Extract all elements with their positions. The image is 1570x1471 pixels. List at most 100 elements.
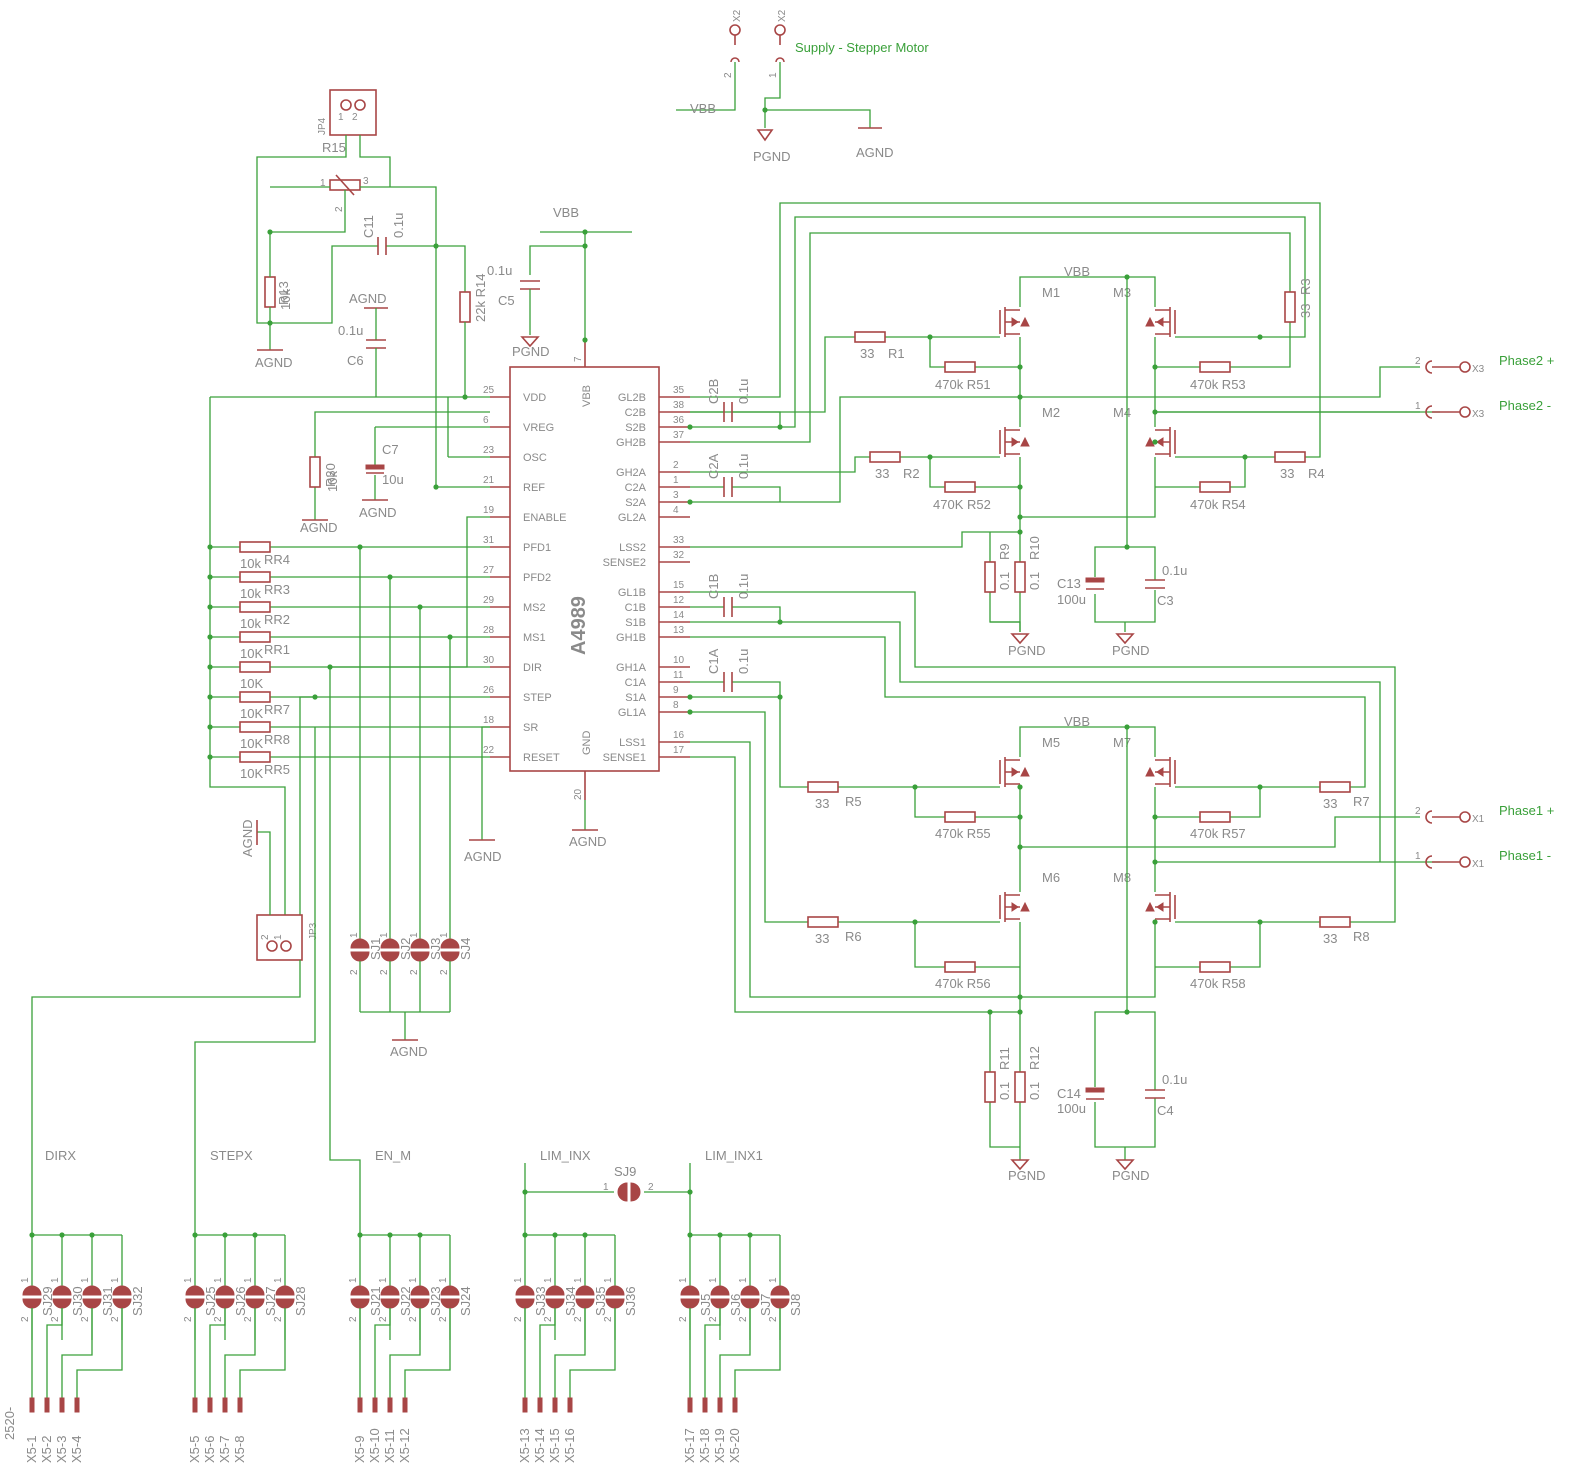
pulldown-resistor	[1199, 361, 1231, 373]
ic-pin-number: 21	[483, 475, 495, 486]
sj-name: SJ31	[100, 1286, 115, 1316]
ic-pin-number: 28	[483, 625, 495, 636]
ic-pin-name: LSS1	[619, 737, 646, 749]
sj-pin2: 2	[409, 969, 420, 975]
header-pin-label: X5-4	[69, 1436, 84, 1463]
sj-pin1: 1	[603, 1277, 614, 1283]
mosfet-name: M7	[1113, 735, 1131, 750]
header-pin	[567, 1397, 573, 1413]
gate-res-name: R8	[1353, 929, 1370, 944]
sj-name: SJ2	[398, 938, 413, 960]
x2-pin1: 1	[768, 72, 779, 78]
junction-dot	[1124, 274, 1130, 280]
ic-pin-number: 37	[673, 430, 685, 441]
pulldown-resistor	[944, 481, 976, 493]
ic-vbb-label: VBB	[553, 205, 579, 220]
bootstrap-cap-name: C1A	[706, 648, 721, 674]
solder-jumper-bottom	[410, 951, 430, 962]
bridge1-vbb: VBB	[1064, 714, 1090, 729]
solder-jumper-bottom	[215, 1298, 235, 1309]
junction-dot	[927, 454, 933, 460]
junction-dot	[59, 1232, 65, 1238]
header-pin	[732, 1397, 738, 1413]
sense-resistor	[1014, 1071, 1026, 1103]
sj-pin2: 2	[348, 1316, 359, 1322]
header-pin-label: X5-15	[547, 1428, 562, 1463]
mosfet-name: M4	[1113, 405, 1131, 420]
r13-value: 10k	[278, 289, 293, 310]
sj-name: SJ23	[428, 1286, 443, 1316]
phase-connector-pinnum: 2	[1415, 356, 1421, 367]
sj-name: SJ21	[368, 1286, 383, 1316]
sj-pin2: 2	[80, 1316, 91, 1322]
ic-pin-name: OSC	[523, 452, 547, 464]
gate-res-name: R1	[888, 346, 905, 361]
phase-label: Phase2 -	[1499, 398, 1551, 413]
pulldown-res-label: 470k R55	[935, 826, 991, 841]
sj-name: SJ32	[130, 1286, 145, 1316]
r13-name: R13	[276, 281, 291, 305]
ic-pin-number: 1	[673, 475, 679, 486]
solder-jumper-bottom	[52, 1298, 72, 1309]
c5-pgnd: PGND	[512, 344, 550, 359]
sense-resistor	[984, 561, 996, 593]
solder-jumper-bottom	[710, 1298, 730, 1309]
r15-pin2: 2	[334, 206, 345, 212]
solder-jumper-top	[770, 1285, 790, 1296]
solder-jumper-bottom	[245, 1298, 265, 1309]
rr-value: 10k	[240, 616, 261, 631]
rr-resistor	[239, 571, 271, 583]
sense-res-value: 0.1	[1027, 572, 1042, 590]
junction-dot	[1257, 784, 1263, 790]
sense2-pgnd: PGND	[1008, 643, 1046, 658]
header-pin	[74, 1397, 80, 1413]
sj-pin2: 2	[768, 1316, 779, 1322]
header-pin	[387, 1397, 393, 1413]
gate-resistor	[1274, 451, 1306, 463]
ic-pin-number: 16	[673, 730, 685, 741]
junction-dot	[552, 1232, 558, 1238]
sj-name: SJ1	[368, 938, 383, 960]
ic-pin-name: GL1A	[618, 707, 647, 719]
r15-pin3: 3	[363, 176, 369, 187]
sj-pin2: 2	[379, 969, 390, 975]
sj-pin1: 1	[573, 1277, 584, 1283]
ic-pin-name: C1A	[625, 677, 647, 689]
gate-resistor	[1319, 781, 1351, 793]
mosfet: M3	[1113, 285, 1176, 337]
sj-name: SJ26	[233, 1286, 248, 1316]
pgnd-symbol	[1115, 1159, 1135, 1171]
solder-jumper-top	[380, 938, 400, 949]
x2-name-b: X2	[777, 9, 788, 22]
sj-pin2: 2	[708, 1316, 719, 1322]
mosfet-name: M3	[1113, 285, 1131, 300]
solder-jumper-top	[515, 1285, 535, 1296]
bootstrap-cap-value: 0.1u	[736, 574, 751, 599]
solder-jumper-bottom	[112, 1298, 132, 1309]
c6-agnd: AGND	[349, 291, 387, 306]
junction-dot	[1017, 514, 1023, 520]
sj-pin1: 1	[243, 1277, 254, 1283]
ic-pin-number: 30	[483, 655, 495, 666]
r30-value: 10k	[325, 471, 340, 492]
gate-resistor	[807, 916, 839, 928]
junction-dot	[522, 1232, 528, 1238]
ic-pin-name: SENSE1	[603, 752, 646, 764]
solder-jumper-bottom	[410, 1298, 430, 1309]
junction-dot	[192, 1232, 198, 1238]
junction-dot	[1124, 1009, 1130, 1015]
sj-pin1: 1	[80, 1277, 91, 1283]
gate-res-value: 33	[1298, 304, 1313, 318]
junction-dot	[387, 1232, 393, 1238]
solder-jumper-bottom	[605, 1298, 625, 1309]
header-pin	[237, 1397, 243, 1413]
sj-pin2: 2	[513, 1316, 524, 1322]
phase-connector-name: X1	[1472, 859, 1485, 870]
gate-resistor	[854, 331, 886, 343]
sj-pin1: 1	[348, 1277, 359, 1283]
solder-jumper-bottom	[82, 1298, 102, 1309]
solder-jumper-top	[410, 1285, 430, 1296]
ic-pin-number: 9	[673, 685, 679, 696]
